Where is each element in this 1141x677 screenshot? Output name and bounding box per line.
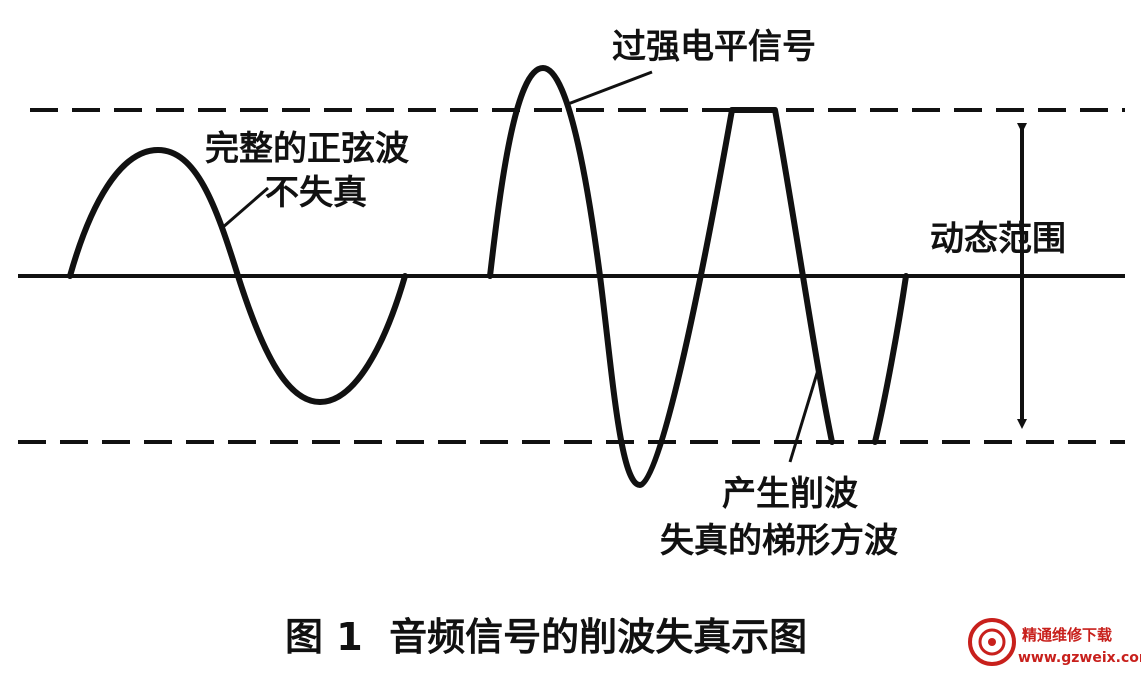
watermark-text-cn: 精通维修下载 <box>1022 626 1112 644</box>
figure-caption: 图 1 音频信号的削波失真示图 <box>285 615 807 659</box>
clipped-signal-wave <box>487 65 835 488</box>
label-complete-sine-line1: 完整的正弦波 <box>205 129 409 169</box>
label-clipping-line1: 产生削波 <box>722 474 858 514</box>
label-clipping-line2: 失真的梯形方波 <box>660 521 898 561</box>
label-overdriven-signal: 过强电平信号 <box>612 27 816 67</box>
watermark-text-url: www.gzweix.com <box>1018 650 1141 666</box>
clipped-signal-tail <box>872 273 909 445</box>
watermark-ring-outer <box>968 618 1016 666</box>
watermark-logo: 精通维修下载 www.gzweix.com <box>968 618 1141 666</box>
pointer-overdriven <box>567 70 653 106</box>
label-dynamic-range: 动态范围 <box>930 219 1066 259</box>
watermark-dot <box>988 638 996 646</box>
undistorted-sine-wave <box>67 146 408 406</box>
pointer-clipping <box>788 369 820 463</box>
watermark-ring-inner <box>978 628 1006 656</box>
label-complete-sine-line2: 不失真 <box>265 173 367 213</box>
pointer-complete-sine <box>221 186 269 230</box>
